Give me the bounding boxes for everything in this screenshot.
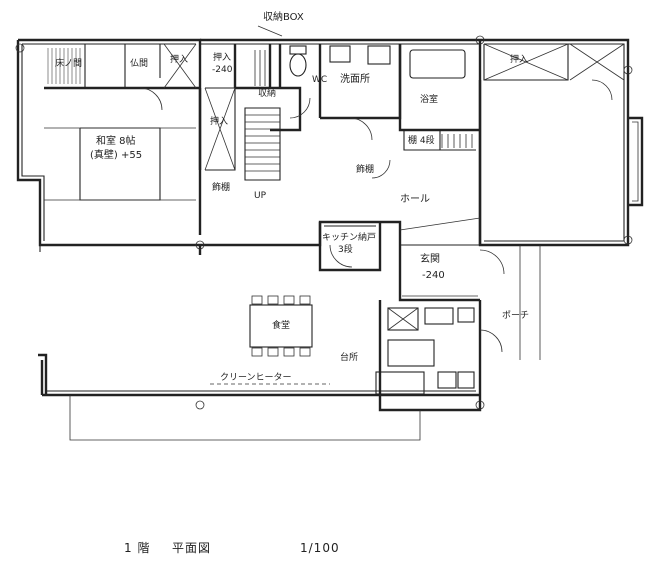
label-bath: 浴室 bbox=[420, 93, 438, 105]
label-kazaridana-1: 飾棚 bbox=[212, 181, 230, 193]
label-butsuma: 仏間 bbox=[130, 58, 148, 69]
label-heater: クリーンヒーター bbox=[220, 372, 292, 383]
storage-box-marker bbox=[257, 25, 283, 37]
label-kitchen-storage: キッチン納戸 bbox=[322, 231, 376, 243]
interior-walls bbox=[44, 44, 569, 410]
label-oshiire-level: -240 bbox=[212, 65, 233, 75]
caption-floor: 1 階 bbox=[124, 540, 150, 555]
label-kazaridana-2: 飾棚 bbox=[356, 163, 374, 175]
label-genkan: 玄関 bbox=[420, 252, 440, 265]
kitchen-fixtures bbox=[375, 307, 475, 395]
label-porch: ポーチ bbox=[502, 310, 529, 321]
label-washitsu-wall: (真壁) +55 bbox=[90, 148, 142, 161]
label-washroom: 洗面所 bbox=[340, 73, 370, 85]
oshiire-cross-1 bbox=[163, 43, 197, 89]
bathtub bbox=[409, 49, 466, 79]
column-markers bbox=[15, 35, 633, 410]
label-dining: 食堂 bbox=[272, 319, 290, 331]
label-genkan-level: -240 bbox=[422, 270, 445, 281]
label-closet-4: 棚 4段 bbox=[408, 134, 435, 146]
label-oshiire-2: 押入 bbox=[210, 115, 228, 127]
oshiire-cross-2 bbox=[204, 87, 236, 171]
dining-table bbox=[249, 295, 313, 357]
label-storage: 収納 bbox=[258, 87, 276, 99]
caption-title: 平面図 bbox=[172, 541, 211, 555]
oshiire-cross-3 bbox=[483, 43, 569, 81]
label-up: UP bbox=[254, 191, 267, 201]
label-storage-box: 収納BOX bbox=[263, 10, 304, 23]
label-kitchen: 台所 bbox=[340, 351, 358, 363]
toilet-fixture bbox=[289, 45, 307, 77]
caption-scale: 1/100 bbox=[300, 541, 340, 555]
exterior-walls bbox=[16, 38, 644, 412]
label-oshiire-4: 押入 bbox=[510, 53, 528, 65]
label-oshiire-1: 押入 bbox=[170, 53, 188, 65]
label-hall: ホール bbox=[400, 193, 430, 205]
veranda-outline bbox=[69, 245, 541, 441]
closet-shelves bbox=[441, 134, 473, 148]
label-washitsu: 和室 8帖 bbox=[96, 134, 136, 147]
stair-treads bbox=[245, 50, 280, 172]
label-kitchen-storage-2: 3段 bbox=[338, 243, 353, 255]
tokonoma-hatch bbox=[47, 48, 81, 84]
door-swings bbox=[139, 79, 613, 353]
label-toilet: WC bbox=[312, 75, 327, 85]
oshiire-cross-4 bbox=[569, 43, 625, 81]
label-tokonoma: 床ノ間 bbox=[55, 57, 82, 69]
washbasin bbox=[329, 45, 391, 65]
label-oshiire-3: 押入 bbox=[213, 51, 231, 63]
